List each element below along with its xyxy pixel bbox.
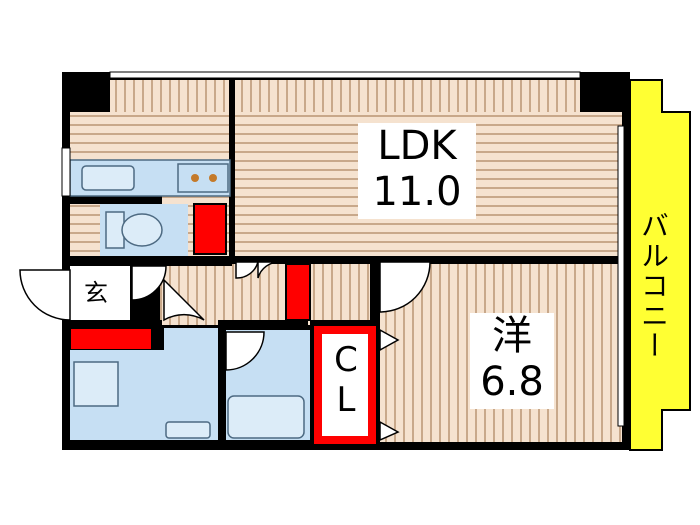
- closet-label-c: C: [334, 340, 358, 380]
- ldk-name: LDK: [377, 123, 457, 169]
- storage-red-2: [285, 263, 311, 321]
- burner-right: [209, 174, 217, 182]
- entrance-label: 玄: [78, 275, 114, 311]
- sink: [81, 165, 135, 191]
- western-room-size: 6.8: [480, 359, 544, 405]
- stove: [177, 163, 229, 193]
- closet-door-markers: [379, 328, 400, 442]
- toilet-door: [131, 265, 167, 301]
- balcony: [629, 79, 691, 451]
- burner-left: [191, 174, 199, 182]
- hall-door: [163, 278, 205, 322]
- ldk-label: LDK 11.0: [358, 123, 476, 219]
- windows: [61, 71, 625, 427]
- balcony-label: バルコニー: [637, 211, 670, 361]
- bath-door: [225, 331, 265, 371]
- storage-red-1: [193, 203, 227, 255]
- kitchen: [69, 159, 231, 197]
- closet-label: C L: [326, 340, 366, 426]
- toilet-bowl: [121, 213, 163, 247]
- doors: [19, 261, 431, 371]
- washbasin: [165, 421, 211, 439]
- wet-area: [70, 328, 310, 440]
- western-room-label: 洋 6.8: [470, 313, 554, 409]
- ldk-top-strip: [110, 80, 580, 112]
- shoe-cabinet: [69, 327, 153, 351]
- ldk-door-2: [257, 261, 281, 279]
- bathtub: [227, 395, 305, 439]
- ldk-size: 11.0: [372, 169, 462, 215]
- toilet-room: [100, 204, 188, 256]
- entry-door: [19, 269, 71, 321]
- washing-machine: [73, 361, 119, 407]
- western-room-name: 洋: [492, 313, 532, 359]
- western-door: [379, 261, 431, 313]
- closet-label-l: L: [336, 380, 356, 420]
